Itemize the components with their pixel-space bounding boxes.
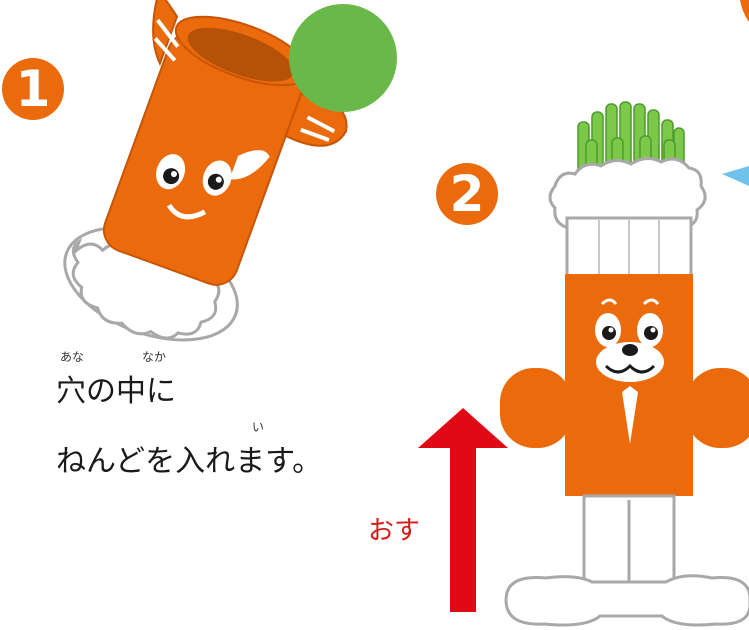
- step-1-badge: 1: [2, 58, 64, 120]
- cylinder-toy-icon: [63, 0, 348, 342]
- instruction-text-2: ねんどを入れます。: [56, 444, 323, 479]
- step-2-badge: 2: [436, 163, 498, 225]
- furigana-naka: なか: [142, 350, 167, 364]
- press-toy-icon: [500, 101, 749, 627]
- corner-decoration-icon: [740, 0, 749, 22]
- furigana-ana: あな: [60, 350, 85, 364]
- instruction-line-1: あな なか 穴の中に: [56, 348, 386, 418]
- furigana-i: い: [252, 420, 265, 434]
- instruction-line-2: い ねんどを入れます。: [56, 418, 386, 488]
- up-arrow-icon: [418, 408, 508, 612]
- clay-ball-icon: [289, 4, 397, 112]
- character-face-icon: [156, 150, 270, 220]
- pointer-triangle-icon: [722, 166, 749, 186]
- instruction-text-1: 穴の中に: [56, 374, 176, 409]
- step-1-instructions: あな なか 穴の中に い ねんどを入れます。: [56, 348, 386, 488]
- push-label: おす: [368, 516, 421, 546]
- character-face-icon: [595, 298, 664, 444]
